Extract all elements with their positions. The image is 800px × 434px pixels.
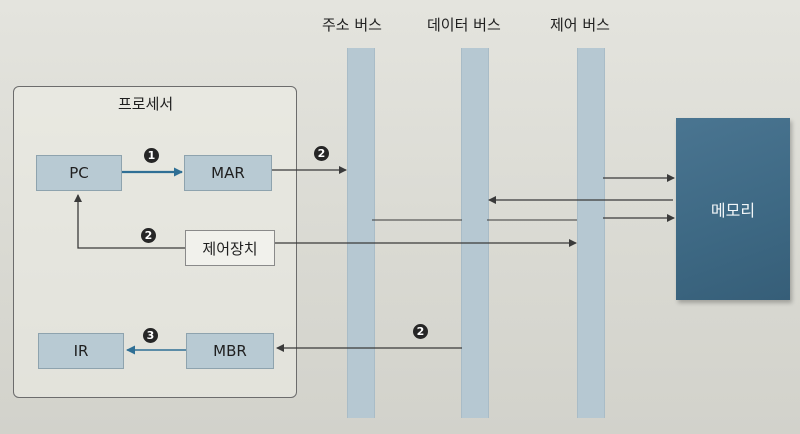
- ir-register: IR: [38, 333, 124, 369]
- data-bus: [461, 48, 489, 418]
- control-bus: [577, 48, 605, 418]
- address-bus-label: 주소 버스: [322, 16, 382, 34]
- mar-register: MAR: [184, 155, 272, 191]
- address-bus: [347, 48, 375, 418]
- control-bus-label: 제어 버스: [550, 16, 610, 34]
- step-badge-2-control: 2: [141, 228, 156, 243]
- mbr-register: MBR: [186, 333, 274, 369]
- processor-label: 프로세서: [118, 95, 174, 113]
- data-bus-label: 데이터 버스: [427, 16, 501, 34]
- control-to-pc-arrow: [74, 194, 185, 249]
- pc-register: PC: [36, 155, 122, 191]
- step-badge-2-data: 2: [413, 324, 428, 339]
- step-badge-3: 3: [143, 328, 158, 343]
- memory-block: 메모리: [676, 118, 790, 300]
- control-unit: 제어장치: [185, 230, 275, 266]
- step-badge-1: 1: [144, 148, 159, 163]
- step-badge-2-address: 2: [314, 146, 329, 161]
